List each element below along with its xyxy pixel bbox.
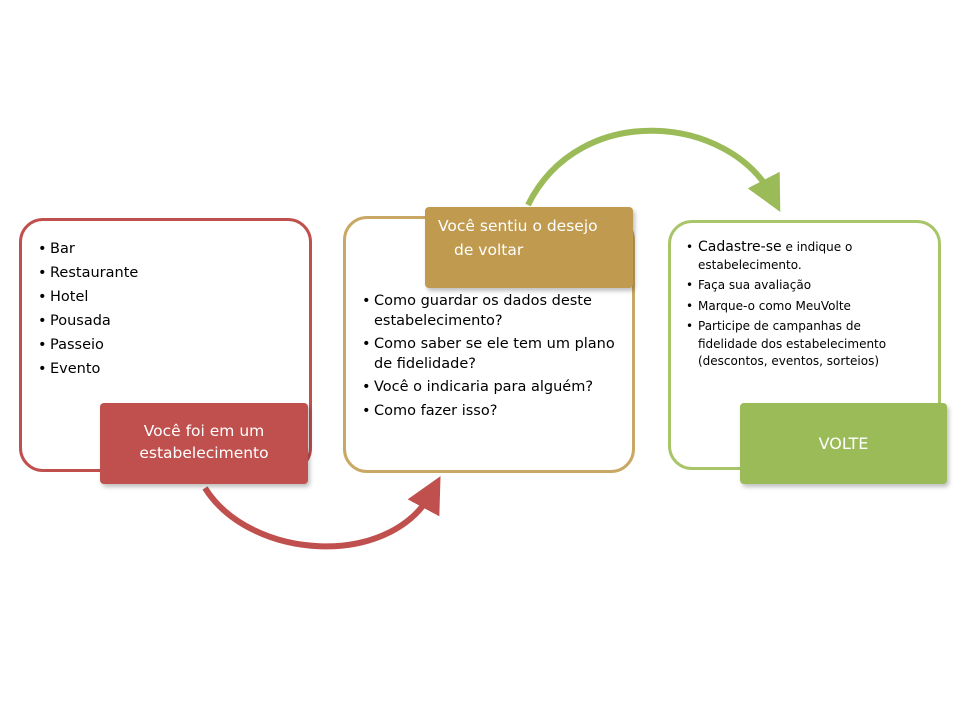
- step2-label-line2: de voltar: [454, 241, 524, 259]
- step3-item: Cadastre-se e indique o estabelecimento.: [686, 239, 916, 274]
- step1-item: Bar: [38, 237, 138, 261]
- step3-label-text: VOLTE: [818, 434, 869, 453]
- arrow-step1-to-step2: [202, 476, 441, 550]
- step2-label: Você sentiu o desejo de voltar: [425, 207, 633, 288]
- step3-item-rest: e indique o estabelecimento.: [698, 240, 853, 272]
- step2-item: Como guardar os dados deste estabelecime…: [362, 292, 624, 331]
- step2-item: Como fazer isso?: [362, 402, 624, 422]
- step2-item: Você o indicaria para alguém?: [362, 378, 624, 398]
- step1-item: Hotel: [38, 285, 138, 309]
- step3-item: Participe de campanhas de fidelidade dos…: [686, 318, 916, 371]
- step3-label: VOLTE: [740, 403, 947, 484]
- step1-item: Pousada: [38, 309, 138, 333]
- step3-list: Cadastre-se e indique o estabelecimento.…: [686, 239, 916, 371]
- step1-item: Restaurante: [38, 261, 138, 285]
- arrow-step2-to-step3: [525, 127, 781, 212]
- step1-label: Você foi em um estabelecimento: [100, 403, 308, 484]
- step2-item: Como saber se ele tem um plano de fideli…: [362, 335, 624, 374]
- step3-item: Marque-o como MeuVolte: [686, 298, 916, 316]
- step1-item: Passeio: [38, 333, 138, 357]
- step1-label-line1: Você foi em um: [143, 422, 265, 440]
- step1-label-line2: estabelecimento: [139, 444, 269, 462]
- step2-label-line1: Você sentiu o desejo: [438, 217, 598, 235]
- step2-list: Como guardar os dados deste estabelecime…: [362, 292, 624, 421]
- step3-item: Faça sua avaliação: [686, 277, 916, 295]
- step3-item-strong: Cadastre-se: [698, 239, 782, 255]
- step1-list: Bar Restaurante Hotel Pousada Passeio Ev…: [38, 237, 138, 381]
- step1-item: Evento: [38, 357, 138, 381]
